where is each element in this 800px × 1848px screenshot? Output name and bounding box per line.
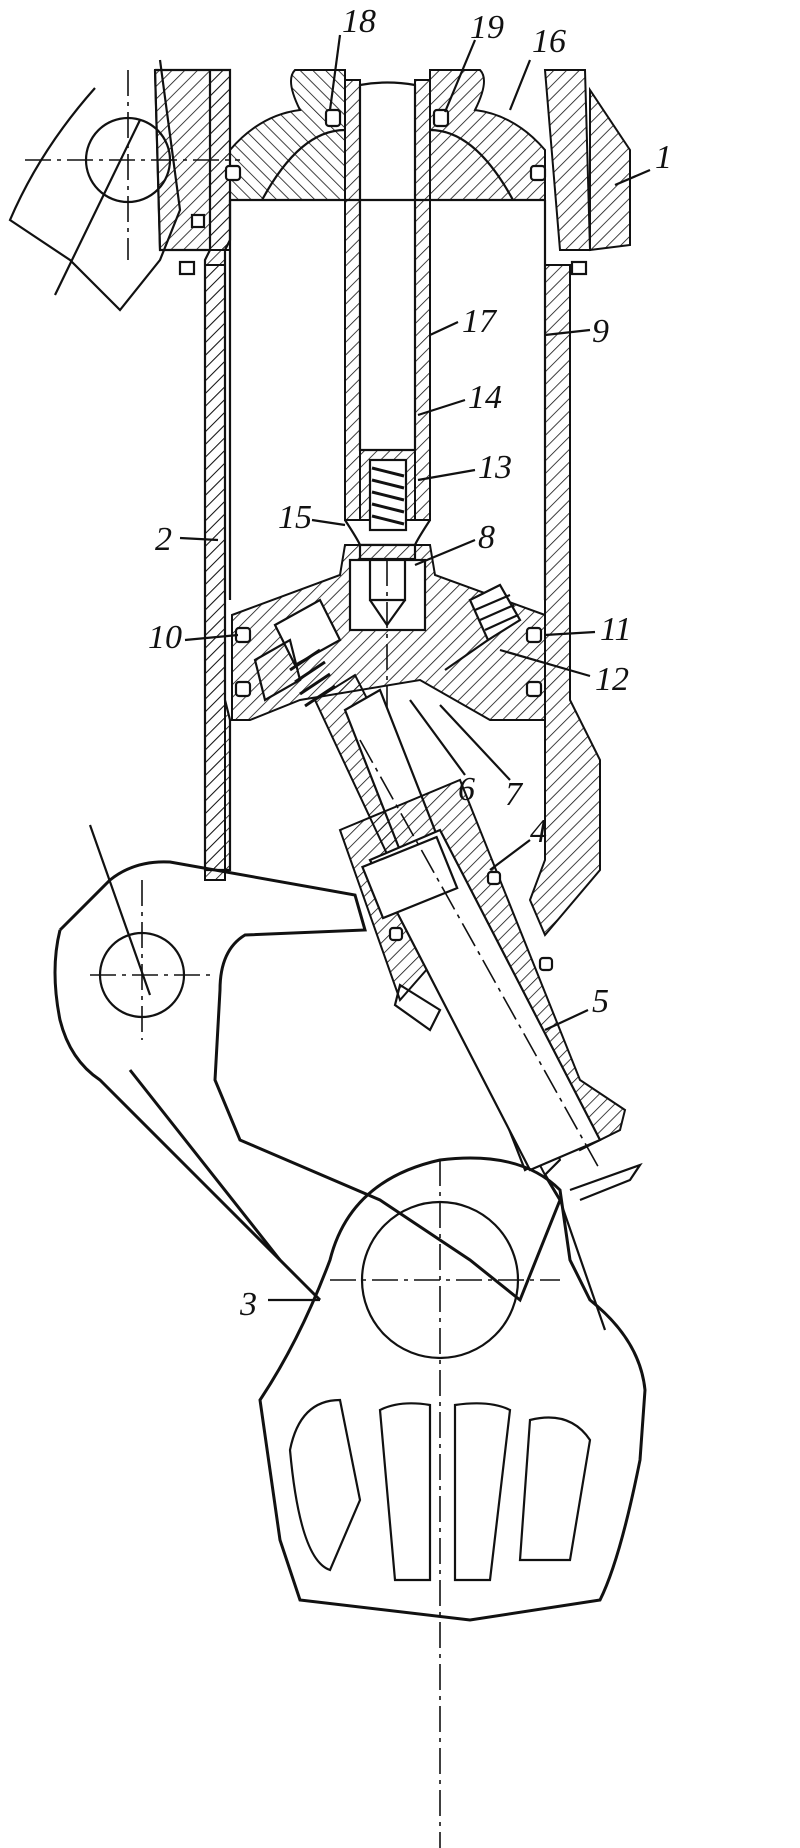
- callout-7: 7: [505, 776, 524, 813]
- callout-8: 8: [478, 519, 495, 556]
- callout-16: 16: [532, 23, 566, 60]
- callout-19: 19: [470, 9, 504, 46]
- callout-9: 9: [592, 313, 609, 350]
- callout-3: 3: [239, 1286, 257, 1323]
- callout-10: 10: [148, 619, 182, 656]
- callout-15: 15: [278, 499, 312, 536]
- central-rod: [345, 80, 430, 559]
- top-cap: [226, 70, 545, 200]
- callout-11: 11: [600, 611, 631, 648]
- callout-17: 17: [462, 303, 498, 340]
- callout-1: 1: [655, 139, 672, 176]
- callout-12: 12: [595, 661, 629, 698]
- callout-18: 18: [342, 3, 376, 40]
- callout-4: 4: [530, 813, 547, 850]
- callout-2: 2: [155, 521, 172, 558]
- callout-13: 13: [478, 449, 512, 486]
- lower-bracket: [55, 825, 645, 1848]
- callout-5: 5: [592, 983, 609, 1020]
- callout-14: 14: [468, 379, 502, 416]
- callout-6: 6: [458, 771, 475, 808]
